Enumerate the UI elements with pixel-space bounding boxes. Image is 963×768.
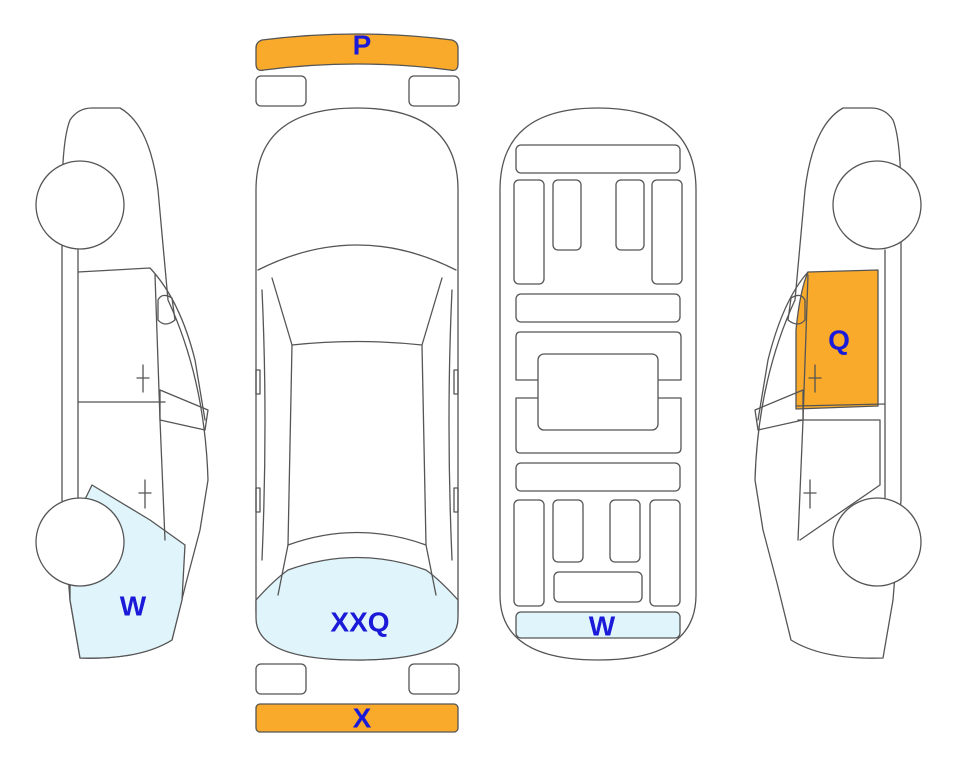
left-mirror <box>157 294 176 325</box>
rear-glass <box>287 531 437 596</box>
right-mirror <box>787 294 806 325</box>
right-door-split <box>795 403 886 407</box>
right-side-view: Q <box>754 107 922 659</box>
left-front-wheel <box>35 160 125 250</box>
right-rear-wheel <box>832 497 922 587</box>
right-rear-door <box>797 419 881 541</box>
left-front-glass <box>159 389 209 431</box>
roof-edge-right <box>421 344 427 546</box>
underbody-center-plate <box>537 353 659 431</box>
label-rear-hood: XXQ <box>330 607 389 638</box>
underbody-view: W <box>499 107 697 661</box>
front-bumper[interactable] <box>255 33 459 72</box>
right-body-outline <box>754 107 902 659</box>
right-front-door[interactable] <box>795 269 879 410</box>
right-mirror-top <box>453 369 459 395</box>
underbody-outline <box>499 107 697 661</box>
right-window-line <box>757 271 809 421</box>
label-right-front-door: Q <box>828 325 850 356</box>
rear-right-light <box>408 663 460 695</box>
rear-hood-panel[interactable] <box>255 556 459 661</box>
rear-glass-left <box>277 544 289 596</box>
left-side-view: W <box>35 107 209 659</box>
left-rear-wheel <box>35 497 125 587</box>
left-window-line <box>77 267 206 421</box>
top-view: P XXQ X <box>255 30 460 734</box>
label-rear-bumper: X <box>353 703 372 734</box>
side-line-left <box>261 289 266 561</box>
windshield <box>271 277 443 346</box>
underbody-rear-panel[interactable] <box>515 611 681 639</box>
label-rear-left-quarter: W <box>120 591 147 622</box>
rear-bumper[interactable] <box>255 703 459 733</box>
rear-left-light <box>255 663 307 695</box>
roof-edge-left <box>287 344 293 546</box>
right-front-wheel <box>832 160 922 250</box>
label-underbody-rear: W <box>589 611 616 642</box>
front-right-light <box>408 75 460 107</box>
side-line-right <box>448 289 453 561</box>
left-mirror-top <box>255 369 261 395</box>
right-front-glass <box>754 389 804 431</box>
label-front-bumper: P <box>353 30 372 61</box>
front-left-light <box>255 75 307 107</box>
hood-line <box>257 244 457 271</box>
